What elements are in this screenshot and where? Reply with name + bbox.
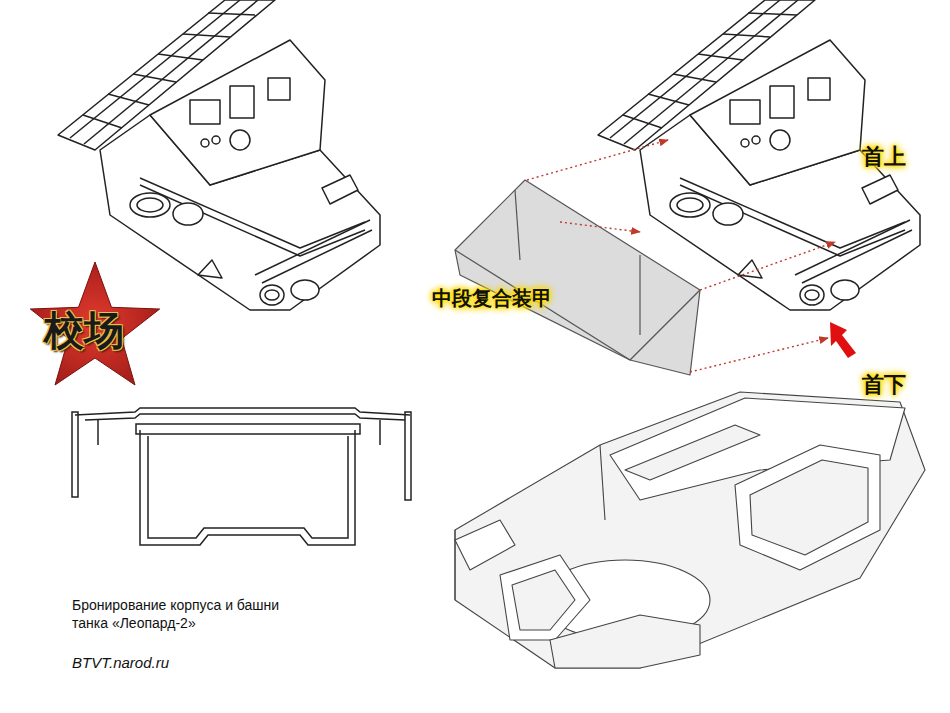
hull-drawing <box>183 34 230 37</box>
hull-drawing <box>230 130 250 150</box>
hull-drawing <box>198 260 222 278</box>
dotted-arrows <box>560 222 640 232</box>
turret-armor-drawing <box>455 520 515 570</box>
hull-drawing <box>83 115 122 128</box>
turret-armor-drawing <box>455 392 925 668</box>
hull-drawing <box>291 280 319 300</box>
turret-armor-drawing <box>512 570 575 630</box>
composite-armor-block <box>639 255 640 335</box>
composite-armor-block <box>515 190 520 260</box>
watermark: BTVT.narod.ru <box>72 654 169 671</box>
turret-armor-drawing <box>735 445 880 570</box>
hull-drawing <box>130 193 170 217</box>
dotted-arrows <box>700 242 835 290</box>
turret-section <box>72 412 78 497</box>
part-label-holder: 首下 <box>862 370 906 400</box>
caption-holder: Бронирование корпуса и башни танка «Леоп… <box>72 596 294 632</box>
part-label-holder: 首上 <box>862 142 906 172</box>
hull-drawing <box>208 13 257 15</box>
turret-armor-drawing <box>455 392 925 668</box>
turret-armor-drawing <box>500 555 590 640</box>
turret-section <box>405 412 411 500</box>
hull-drawing <box>158 54 203 60</box>
hull-drawing <box>255 220 370 275</box>
turret-armor-drawing <box>454 530 455 600</box>
hull-drawing <box>265 290 279 300</box>
hull-drawing <box>108 94 149 105</box>
red-pointer-arrow <box>830 322 856 358</box>
part-label: 中段复合装甲 <box>432 285 552 312</box>
part-label-holder: 中段复合装甲 <box>432 285 552 312</box>
turret-armor-drawing <box>550 615 700 668</box>
composite-armor-block <box>455 180 700 375</box>
turret-armor-drawing <box>600 445 605 520</box>
hull-drawing <box>58 0 380 310</box>
turret-section <box>379 420 381 445</box>
turret-section <box>72 408 411 545</box>
hull-drawing <box>260 285 284 305</box>
turret-section <box>148 436 348 538</box>
dotted-arrows <box>527 140 835 372</box>
turret-armor-drawing <box>625 425 760 480</box>
hull-drawing <box>173 203 203 225</box>
hull-drawing <box>230 86 254 118</box>
hull-drawing <box>268 78 290 100</box>
hull-drawing <box>100 115 380 310</box>
hull-drawing <box>322 175 358 204</box>
caption: Бронирование корпуса и башни танка «Леоп… <box>72 596 294 632</box>
hull-drawing <box>133 74 176 82</box>
turret-section <box>97 420 99 445</box>
hull-drawing <box>137 198 163 212</box>
logo-text: 校场 <box>44 303 124 358</box>
turret-section <box>136 424 360 434</box>
part-label: 首上 <box>862 142 906 172</box>
hull-drawing <box>150 40 325 185</box>
turret-armor-drawing <box>750 460 868 555</box>
hull-drawing <box>190 100 220 124</box>
logo-star <box>30 262 159 385</box>
composite-armor-block <box>455 180 700 375</box>
hull-drawing <box>212 136 220 144</box>
turret-section <box>85 414 405 420</box>
part-label: 首下 <box>862 370 906 400</box>
hull-drawing <box>262 230 372 283</box>
watermark-holder: BTVT.narod.ru <box>72 654 169 671</box>
dotted-arrows <box>690 338 828 372</box>
hull-drawing <box>201 139 209 147</box>
turret-section <box>140 430 355 545</box>
logo-text-holder: 校场 <box>44 303 124 358</box>
dotted-arrows <box>527 140 668 180</box>
